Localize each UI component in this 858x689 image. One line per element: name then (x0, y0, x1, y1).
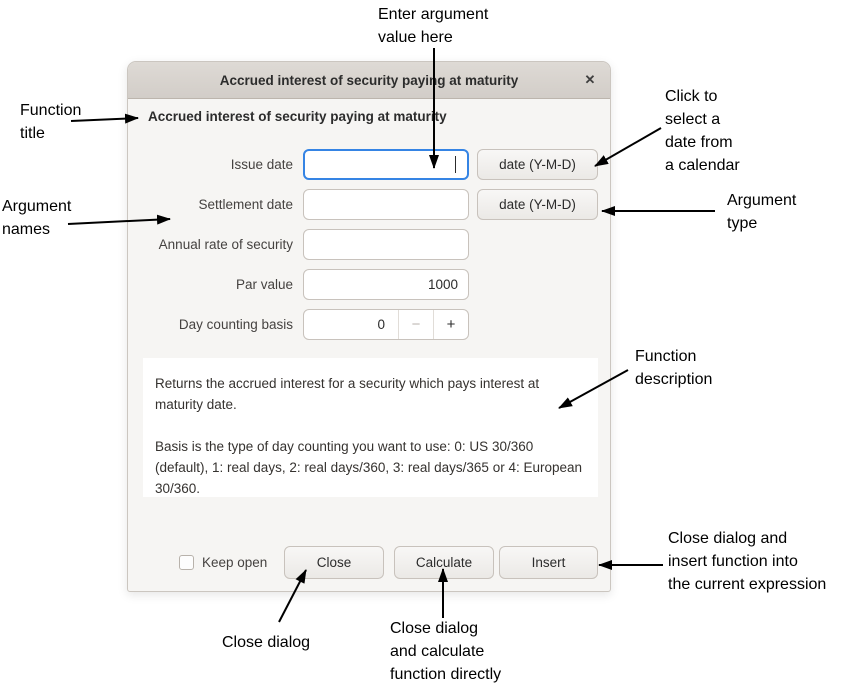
field-label: Day counting basis (178, 317, 293, 332)
description-paragraph: Returns the accrued interest for a secur… (155, 376, 540, 412)
keep-open-label: Keep open (202, 555, 268, 570)
field-row-settlement-date: Settlement date date (Y-M-D) (128, 189, 610, 220)
spinbox-increment-button[interactable]: + (433, 310, 468, 339)
description-paragraph: Basis is the type of day counting you wa… (155, 439, 583, 496)
field-row-annual-rate: Annual rate of security (128, 229, 610, 260)
annual-rate-input[interactable] (303, 229, 469, 260)
function-dialog: Accrued interest of security paying at m… (127, 61, 611, 592)
annotation-argument-names: Argument names (2, 198, 72, 238)
annotation-function-title: Function title (20, 102, 82, 142)
annotation-argument-type: Argument type (727, 192, 797, 232)
settlement-date-type-button[interactable]: date (Y-M-D) (477, 189, 598, 220)
annotation-function-description: Function description (635, 348, 713, 388)
field-row-day-counting-basis: Day counting basis 0 − + (128, 309, 610, 340)
field-label: Annual rate of security (158, 237, 293, 252)
issue-date-type-button[interactable]: date (Y-M-D) (477, 149, 598, 180)
close-icon[interactable]: ✕ (584, 72, 596, 87)
annotation-insert: Close dialog and insert function into th… (668, 530, 827, 593)
function-title-heading: Accrued interest of security paying at m… (148, 109, 447, 124)
dialog-titlebar[interactable]: Accrued interest of security paying at m… (128, 62, 610, 99)
close-button[interactable]: Close (284, 546, 384, 579)
field-row-issue-date: Issue date date (Y-M-D) (128, 149, 610, 180)
day-counting-basis-spinbox: 0 − + (303, 309, 469, 340)
spinbox-value[interactable]: 0 (377, 317, 385, 332)
function-description-box: Returns the accrued interest for a secur… (143, 358, 598, 497)
keep-open-checkbox[interactable] (179, 555, 194, 570)
dialog-title: Accrued interest of security paying at m… (219, 72, 519, 88)
insert-button[interactable]: Insert (499, 546, 598, 579)
text-cursor (455, 156, 456, 173)
annotation-calendar: Click to select a date from a calendar (665, 88, 740, 174)
settlement-date-input[interactable] (303, 189, 469, 220)
field-label: Settlement date (198, 197, 293, 212)
issue-date-input[interactable] (303, 149, 469, 180)
par-value-input[interactable] (303, 269, 469, 300)
field-label: Par value (235, 277, 293, 292)
spinbox-decrement-button[interactable]: − (398, 310, 433, 339)
annotation-calculate: Close dialog and calculate function dire… (390, 620, 502, 683)
field-row-par-value: Par value (128, 269, 610, 300)
keep-open-checkbox-row[interactable]: Keep open (179, 546, 267, 579)
annotation-close: Close dialog (222, 634, 311, 651)
field-label: Issue date (230, 157, 293, 172)
calculate-button[interactable]: Calculate (394, 546, 494, 579)
annotation-enter-argument-value: Enter argument value here (378, 6, 489, 46)
